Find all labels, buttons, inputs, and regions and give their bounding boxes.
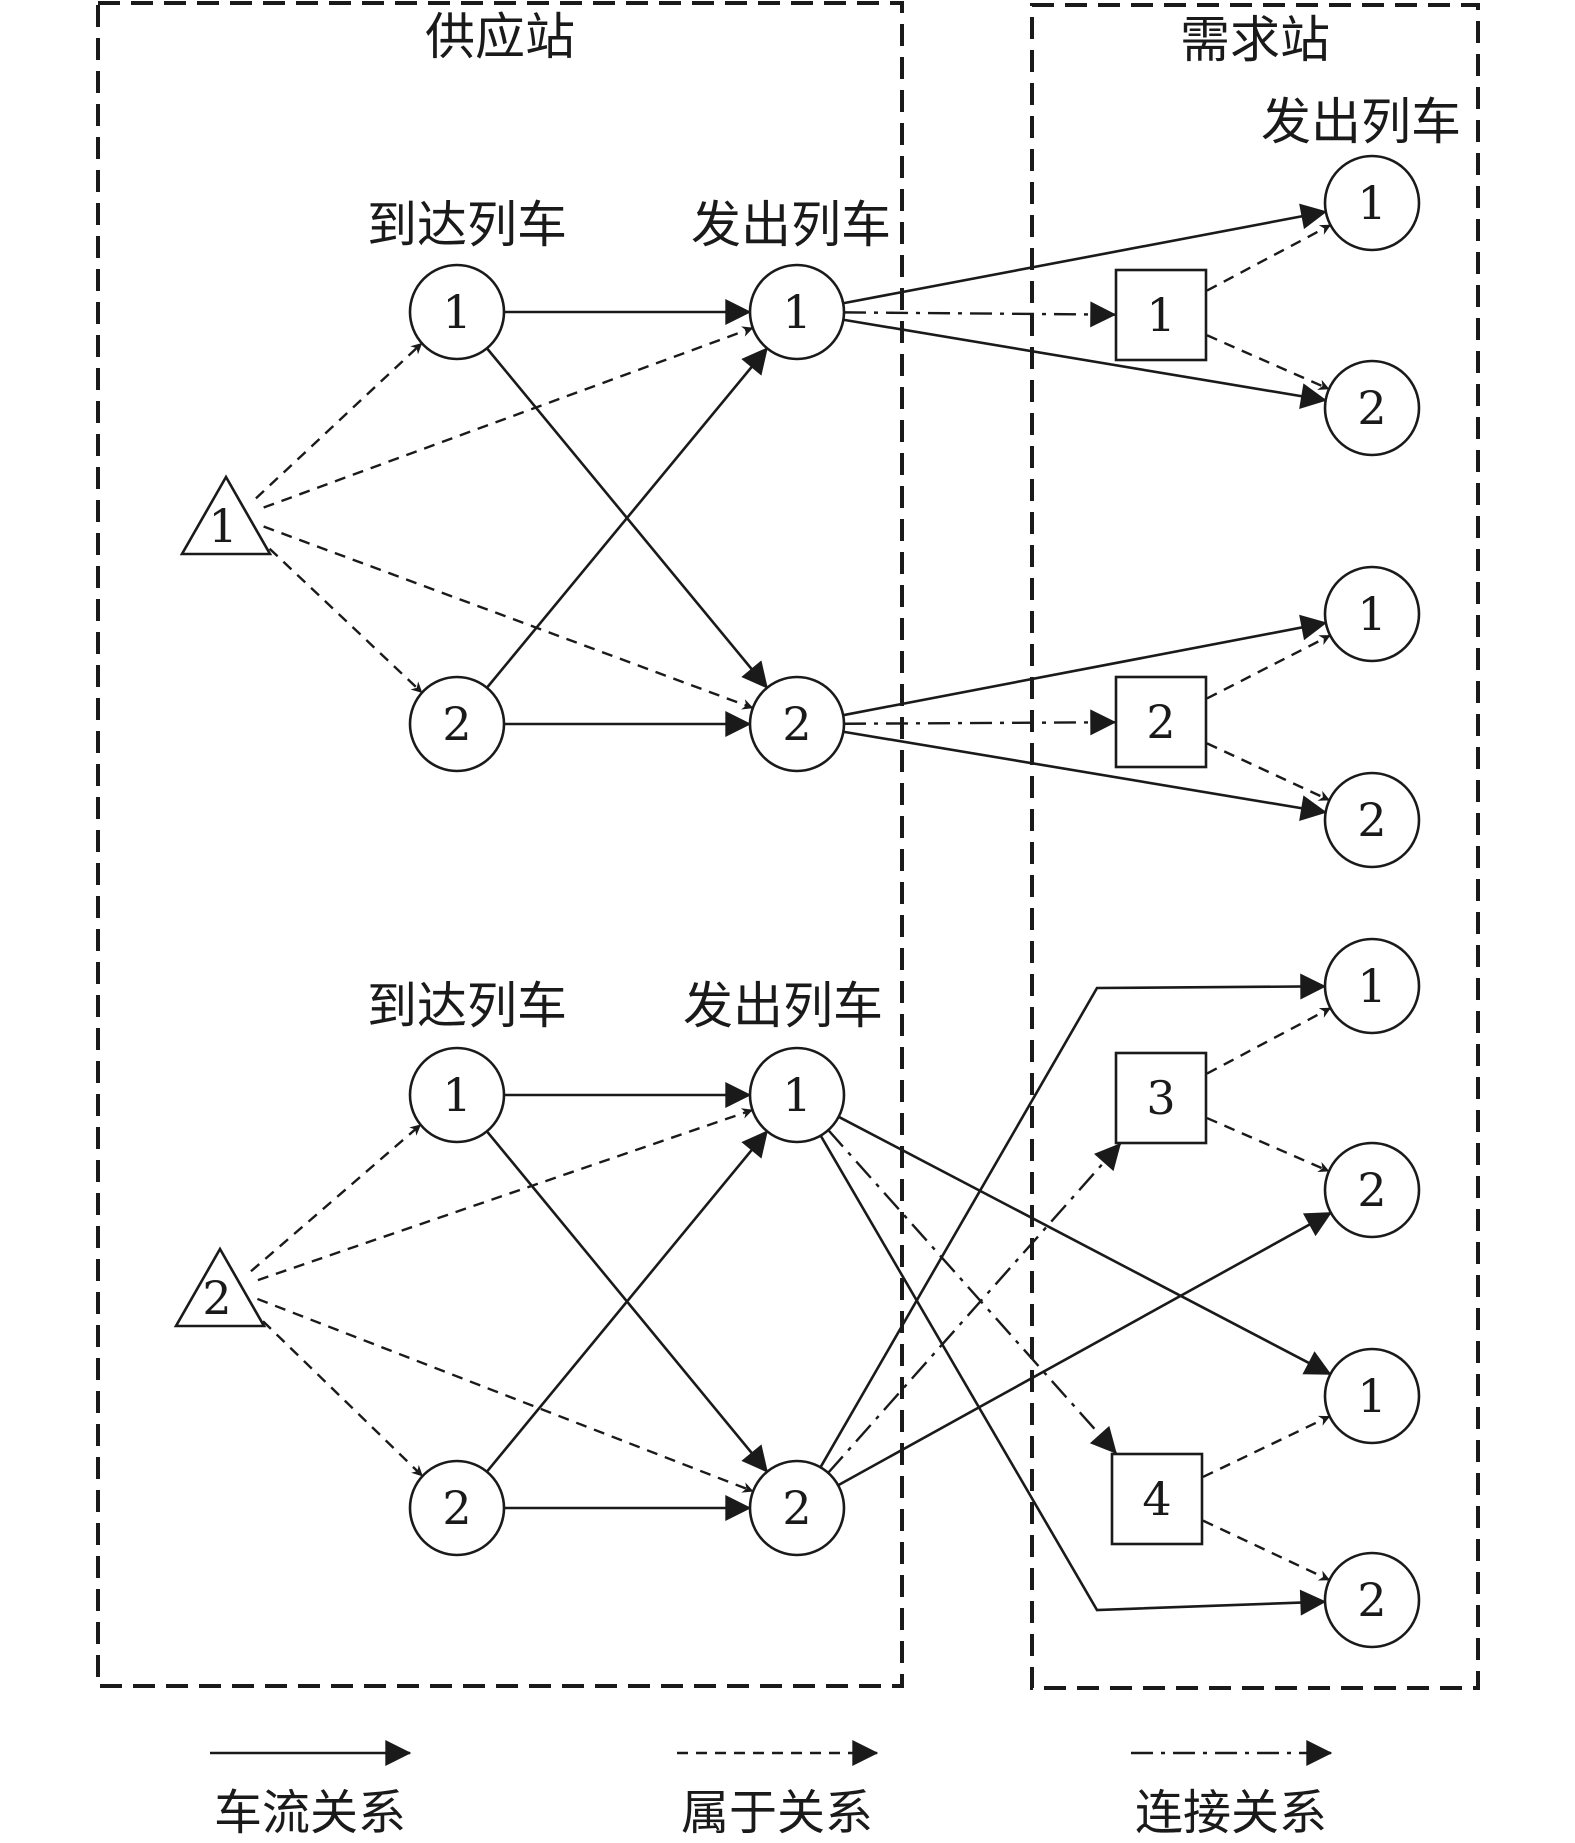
supply-station-triangle <box>179 474 273 556</box>
supply-station-triangle <box>173 1246 267 1328</box>
car-flow-edge <box>485 1130 769 1473</box>
car-flow-edge <box>842 614 1328 717</box>
belongs-edge <box>255 342 423 500</box>
demand-train-node <box>1323 565 1421 663</box>
demand-station-square <box>1114 1051 1208 1145</box>
belongs-edge <box>1202 1519 1330 1582</box>
belongs-edge <box>263 525 754 710</box>
demand-station-square <box>1110 1452 1204 1546</box>
car-flow-edge <box>838 1115 1332 1376</box>
connection-edge <box>827 1129 1117 1454</box>
car-flow-edge <box>819 1134 1327 1616</box>
demand-station-number: 3 <box>1146 1071 1175 1125</box>
demand-train-node-number: 1 <box>1357 587 1386 641</box>
belongs-edge <box>263 326 754 509</box>
demand-departure-label: 发出列车 <box>1261 93 1461 151</box>
car-flow-edge <box>842 203 1328 305</box>
demand-station-region <box>1030 3 1480 1690</box>
departure-trains-label: 发出列车 <box>683 977 883 1035</box>
demand-train-node <box>1323 359 1421 457</box>
legend-car-flow-label: 车流关系 <box>214 1785 406 1841</box>
demand-station-number: 4 <box>1142 1472 1171 1526</box>
belongs-edge <box>256 1297 754 1493</box>
belongs-edge <box>250 1123 422 1273</box>
demand-train-node <box>1323 1141 1421 1239</box>
departure-train-node <box>748 1046 846 1144</box>
belongs-edge <box>1206 742 1330 802</box>
demand-station-number: 1 <box>1146 288 1175 342</box>
supply-station-number: 1 <box>208 499 237 553</box>
legend-connection-label: 连接关系 <box>1135 1785 1327 1841</box>
departure-train-node <box>748 263 846 361</box>
belongs-edge <box>1206 1006 1332 1075</box>
arrival-train-node <box>408 675 506 773</box>
demand-train-node <box>1323 154 1421 252</box>
departure-trains-label: 发出列车 <box>691 196 891 254</box>
car-flow-edge <box>843 730 1327 822</box>
arrival-train-node <box>408 263 506 361</box>
demand-train-node-number: 2 <box>1357 381 1386 435</box>
demand-train-node-number: 1 <box>1357 1369 1386 1423</box>
departure-train-node-number: 2 <box>782 697 811 751</box>
departure-train-node <box>748 1459 846 1557</box>
departure-train-node-number: 1 <box>782 1068 811 1122</box>
demand-train-node-number: 1 <box>1357 959 1386 1013</box>
demand-station-title: 需求站 <box>1180 11 1330 69</box>
arrival-train-node <box>408 1046 506 1144</box>
belongs-edge <box>248 1307 424 1477</box>
car-flow-edge <box>843 318 1327 410</box>
demand-station-square <box>1114 675 1208 769</box>
demand-train-node <box>1323 1551 1421 1649</box>
demand-station-number: 2 <box>1146 695 1175 749</box>
arrival-train-node-number: 1 <box>442 285 471 339</box>
arrival-train-node <box>408 1459 506 1557</box>
arrival-trains-label: 到达列车 <box>367 196 567 254</box>
departure-train-node <box>748 675 846 773</box>
belongs-edge <box>1206 1116 1330 1173</box>
connection-edge <box>843 709 1117 736</box>
car-flow-edge <box>837 1211 1333 1487</box>
belongs-edge <box>1206 334 1330 391</box>
arrival-trains-label: 到达列车 <box>367 977 567 1035</box>
car-flow-edge <box>485 347 769 689</box>
demand-station-square <box>1114 268 1208 362</box>
belongs-edge <box>1202 1415 1331 1479</box>
arrival-train-node-number: 2 <box>442 697 471 751</box>
demand-train-node-number: 2 <box>1357 793 1386 847</box>
car-flow-edge <box>819 973 1327 1468</box>
belongs-edge <box>257 1108 753 1282</box>
demand-train-node-number: 1 <box>1357 176 1386 230</box>
supply-station-number: 2 <box>202 1271 231 1325</box>
legend-belongs-label: 属于关系 <box>681 1785 873 1841</box>
supply-station-region <box>96 1 904 1688</box>
arrival-train-node-number: 1 <box>442 1068 471 1122</box>
demand-train-node-number: 2 <box>1357 1573 1386 1627</box>
connection-edge <box>843 301 1117 328</box>
belongs-edge <box>254 534 423 694</box>
belongs-edge <box>1206 634 1331 700</box>
supply-station-title: 供应站 <box>425 8 575 66</box>
departure-train-node-number: 2 <box>782 1481 811 1535</box>
arrival-train-node-number: 2 <box>442 1481 471 1535</box>
belongs-edge <box>1206 223 1332 292</box>
demand-train-node-number: 2 <box>1357 1163 1386 1217</box>
connection-edge <box>827 1143 1122 1474</box>
demand-train-node <box>1323 937 1421 1035</box>
demand-train-node <box>1323 1347 1421 1445</box>
demand-train-node <box>1323 771 1421 869</box>
departure-train-node-number: 1 <box>782 285 811 339</box>
